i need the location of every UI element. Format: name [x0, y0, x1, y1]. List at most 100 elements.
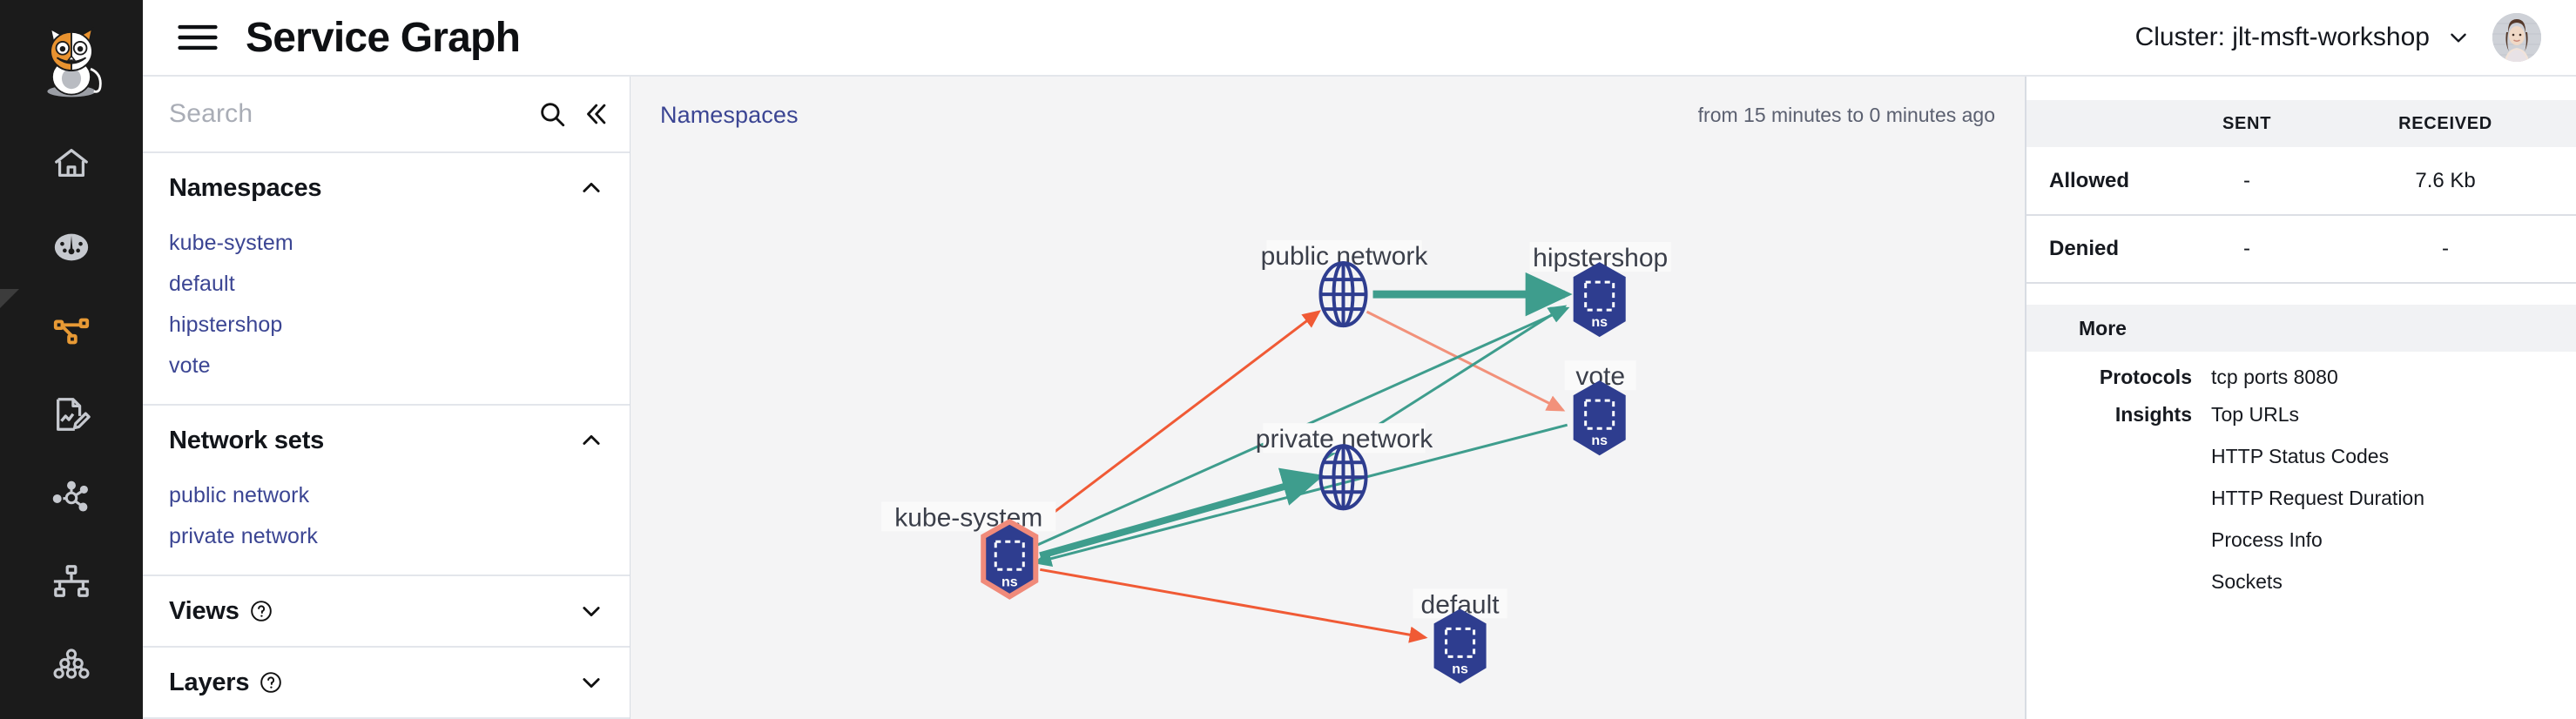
chevron-down-icon — [583, 607, 600, 617]
more-section-header[interactable]: More — [2026, 305, 2576, 352]
protocols-row: Protocols tcp ports 8080 — [2026, 352, 2576, 389]
hamburger-icon[interactable] — [174, 23, 221, 52]
section-title: Namespaces — [169, 173, 322, 202]
column-header-blank — [2026, 100, 2179, 147]
namespace-link[interactable]: vote — [169, 353, 211, 378]
rail-item-dashboard[interactable] — [0, 205, 143, 289]
policies-edit-icon — [57, 398, 91, 431]
page-title: Service Graph — [246, 14, 521, 61]
section-namespaces: Namespaces kube-system default hipstersh… — [143, 153, 630, 406]
avatar[interactable] — [2492, 13, 2541, 62]
node-badge: ns — [1452, 662, 1468, 676]
graph-node-default[interactable]: default ns — [1413, 588, 1507, 684]
rail-item-home[interactable] — [0, 122, 143, 205]
rail-item-network-nodes[interactable] — [0, 456, 143, 540]
graph-node-hipstershop[interactable]: hipstershop ns — [1529, 242, 1671, 338]
section-title: Network sets — [169, 426, 325, 454]
namespace-node-icon: ns — [1573, 262, 1626, 338]
section-layers: Layers — [143, 648, 630, 719]
graph-node-vote[interactable]: vote ns — [1564, 360, 1636, 456]
rail-item-service-graph[interactable] — [0, 289, 143, 373]
section-header-layers[interactable]: Layers — [143, 648, 630, 717]
graph-node-public-network[interactable]: public network — [1261, 240, 1429, 328]
cluster-nodes-icon — [53, 648, 90, 679]
insights-row: Insights Top URLs HTTP Status Codes HTTP… — [2026, 389, 2576, 612]
insight-item[interactable]: Sockets — [2211, 570, 2283, 593]
node-badge: ns — [1591, 433, 1608, 448]
rail-item-hierarchy[interactable] — [0, 540, 143, 623]
time-range-label: from 15 minutes to 0 minutes ago — [1697, 103, 1995, 126]
edge-kube-system-to-default[interactable] — [1040, 568, 1428, 643]
cell-received: 7.6 Kb — [2315, 147, 2576, 216]
dashboard-gauge-icon — [54, 233, 89, 261]
calico-cat-logo[interactable] — [0, 0, 143, 122]
chevron-down-icon — [583, 678, 600, 689]
row-label: Denied — [2026, 215, 2179, 284]
cell-sent: - — [2179, 215, 2316, 284]
graph-toolbar: Namespaces from 15 minutes to 0 minutes … — [631, 77, 2025, 153]
graph-svg: public network hipstershop — [881, 240, 1671, 684]
edge-kube-system-to-public-network[interactable] — [1023, 310, 1321, 536]
insight-item[interactable]: HTTP Request Duration — [2211, 487, 2425, 509]
network-nodes-icon — [52, 480, 88, 512]
service-graph-icon — [53, 318, 90, 345]
table-row-allowed: Allowed - 7.6 Kb — [2026, 147, 2576, 216]
section-body-network-sets: public network private network — [143, 475, 630, 575]
graph-node-kube-system[interactable]: kube-system ns — [881, 501, 1056, 600]
chevron-down-icon — [2451, 33, 2466, 43]
section-header-namespaces[interactable]: Namespaces — [143, 153, 630, 223]
namespace-link[interactable]: hipstershop — [169, 312, 283, 337]
section-header-views[interactable]: Views — [143, 576, 630, 646]
rail-item-cluster-nodes[interactable] — [0, 623, 143, 707]
cluster-selector[interactable]: Cluster: jlt-msft-workshop — [2135, 23, 2470, 52]
node-badge: ns — [1591, 315, 1608, 330]
namespace-node-icon: ns — [1433, 608, 1487, 684]
globe-icon — [1318, 444, 1368, 511]
double-chevron-left-icon — [587, 104, 606, 124]
user-avatar-image — [2492, 13, 2541, 62]
namespace-link[interactable]: default — [169, 272, 235, 296]
insight-item[interactable]: Process Info — [2211, 528, 2323, 551]
section-network-sets: Network sets public network private netw… — [143, 406, 630, 576]
rail-item-policies[interactable] — [0, 373, 143, 456]
networkset-link[interactable]: private network — [169, 524, 319, 548]
top-bar-right: Cluster: jlt-msft-workshop — [2135, 13, 2541, 62]
protocols-value: tcp ports 8080 — [2211, 366, 2338, 388]
search-button[interactable] — [537, 99, 567, 129]
section-header-network-sets[interactable]: Network sets — [143, 406, 630, 475]
detail-spacer — [2026, 284, 2576, 305]
graph-node-private-network[interactable]: private network — [1256, 423, 1433, 511]
graph-canvas[interactable]: public network hipstershop — [631, 153, 2025, 719]
section-title: Layers — [169, 668, 250, 696]
detail-panel: public network » hipstershop SENT RECEIV… — [2025, 0, 2576, 719]
top-bar: Service Graph Cluster: jlt-msft-workshop — [143, 0, 2576, 77]
protocols-label: Protocols — [2099, 366, 2192, 388]
column-header-received: RECEIVED — [2315, 100, 2576, 147]
help-circle-icon[interactable] — [250, 600, 273, 622]
collapse-panel-button[interactable] — [581, 99, 610, 129]
table-header-row: SENT RECEIVED — [2026, 100, 2576, 147]
column-header-sent: SENT — [2179, 100, 2316, 147]
insight-item[interactable]: HTTP Status Codes — [2211, 445, 2390, 467]
row-label: Allowed — [2026, 147, 2179, 216]
namespace-link[interactable]: kube-system — [169, 231, 293, 255]
edge-kube-system-to-private-network[interactable] — [1039, 467, 1325, 560]
node-badge: ns — [1001, 575, 1018, 589]
help-circle-icon[interactable] — [260, 671, 282, 694]
hierarchy-icon — [53, 565, 90, 597]
icon-rail — [0, 0, 143, 719]
networkset-link[interactable]: public network — [169, 483, 310, 507]
insight-item[interactable]: Top URLs — [2211, 403, 2299, 426]
namespace-node-icon: ns — [981, 518, 1039, 600]
search-input[interactable] — [169, 99, 523, 129]
home-icon — [55, 149, 88, 178]
graph-area: Namespaces from 15 minutes to 0 minutes … — [631, 77, 2025, 719]
cluster-label: Cluster: jlt-msft-workshop — [2134, 23, 2430, 51]
edge-public-network-to-vote[interactable] — [1366, 310, 1566, 412]
table-row-denied: Denied - - — [2026, 215, 2576, 284]
section-body-namespaces: kube-system default hipstershop vote — [143, 223, 630, 404]
filter-panel: Namespaces kube-system default hipstersh… — [143, 77, 631, 719]
breadcrumb[interactable]: Namespaces — [660, 101, 799, 128]
search-icon — [541, 103, 565, 127]
